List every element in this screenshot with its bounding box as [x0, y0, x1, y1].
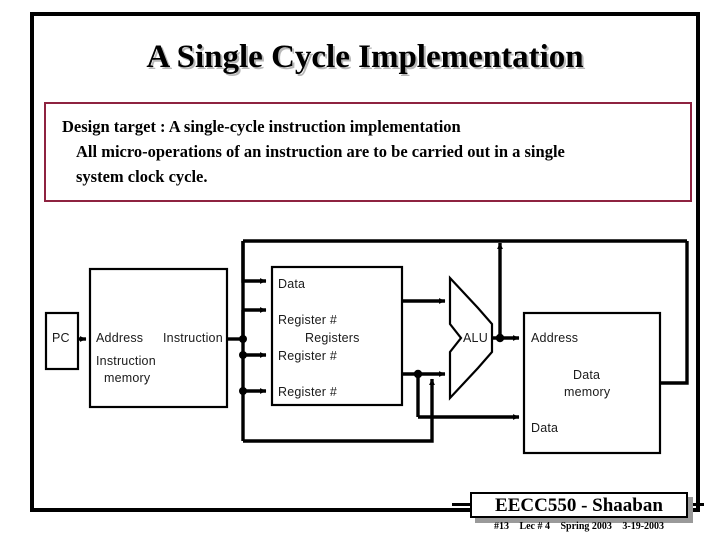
junction-reg-out-bottom: [413, 369, 423, 379]
dmem-name-line-1: Data: [573, 368, 601, 382]
design-target-line-1: Design target : A single-cycle instructi…: [62, 117, 461, 136]
dmem-address-label: Address: [531, 331, 579, 345]
registers-box: [270, 265, 404, 407]
footer-course-label: EECC550 - Shaaban: [495, 495, 663, 516]
registers-port-1-label: Register #: [278, 313, 337, 327]
dmem-data-label: Data: [531, 421, 559, 435]
footer-lecture: Lec # 4: [519, 521, 550, 532]
footer-term: Spring 2003: [560, 521, 612, 532]
pc-label: PC: [52, 331, 70, 345]
imem-name-line-1: Instruction: [96, 354, 156, 368]
design-target-line-2: All micro-operations of an instruction a…: [76, 142, 565, 161]
registers-port-2-label: Register #: [278, 349, 337, 363]
junction-reg2-tap: [239, 351, 247, 359]
wire-datamem-read-out: [660, 241, 689, 385]
footer-course-banner: EECC550 - Shaaban: [470, 492, 688, 518]
diagram-wires: [78, 239, 689, 443]
diagram-boxes: [44, 265, 662, 455]
dmem-name-line-2: memory: [564, 385, 611, 399]
registers-data-port-label: Data: [278, 277, 306, 291]
wire-writeback-to-reg-data: [241, 241, 267, 284]
design-target-textbox: Design target : A single-cycle instructi…: [44, 102, 692, 202]
junction-reg3-tap: [239, 387, 247, 395]
footer-rule-left: [452, 503, 472, 506]
wire-reg-to-datamem-data: [243, 410, 434, 443]
slide-frame: [30, 12, 700, 512]
design-target-line-3: system clock cycle.: [76, 167, 208, 186]
design-target-text: Design target : A single-cycle instructi…: [62, 114, 684, 189]
alu-shape: [448, 275, 494, 401]
registers-port-3-label: Register #: [278, 385, 337, 399]
junction-instruction-bus: [239, 335, 247, 343]
instruction-bus-label: Instruction: [163, 331, 223, 345]
footer-date: 3-19-2003: [622, 521, 665, 532]
footer-meta: #13 Lec # 4 Spring 2003 3-19-2003: [470, 521, 688, 533]
diagram-junction-dots: [239, 333, 505, 395]
data-memory-box: [522, 311, 662, 455]
imem-address-label: Address: [96, 331, 144, 345]
alu-label: ALU: [463, 331, 488, 345]
junction-alu-result: [495, 333, 505, 343]
instruction-memory-box: [88, 267, 229, 409]
page-title: A Single Cycle Implementation: [146, 39, 584, 75]
registers-name-label: Registers: [305, 331, 360, 345]
imem-name-line-2: memory: [104, 371, 151, 385]
footer-rule-right: [690, 503, 704, 506]
footer-slide-number: #13: [493, 521, 509, 532]
pc-box: [44, 311, 80, 371]
